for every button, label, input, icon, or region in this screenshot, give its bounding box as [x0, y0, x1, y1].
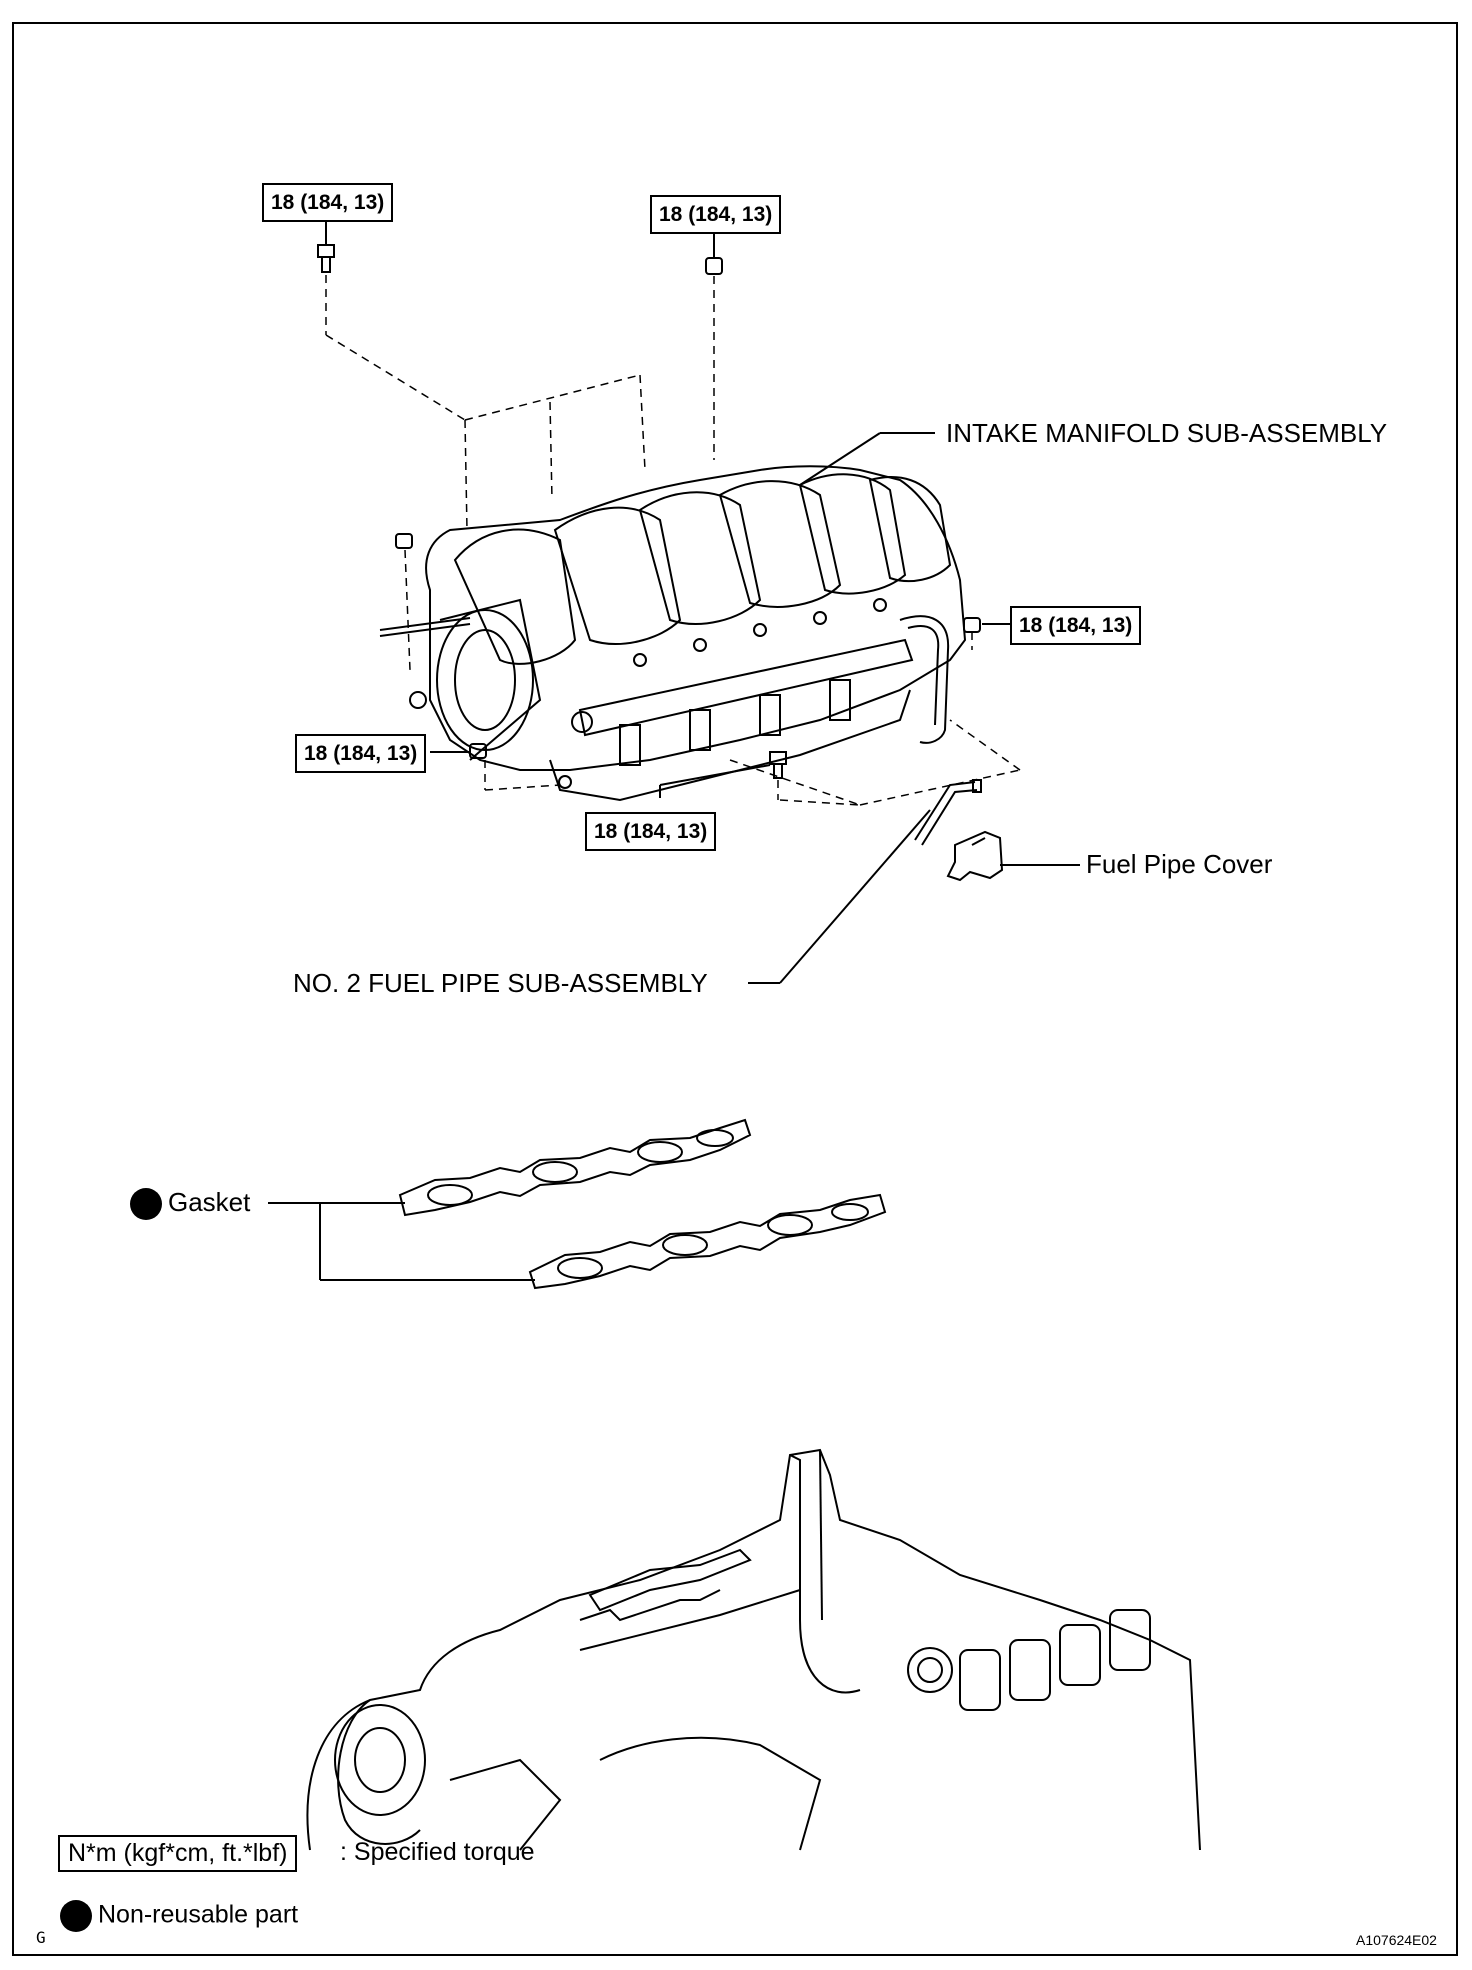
- torque-label-top-mid: 18 (184, 13): [650, 195, 782, 234]
- non-reusable-dot-icon: [130, 1188, 162, 1220]
- figure-code: A107624E02: [1356, 1932, 1437, 1948]
- torque-label-right: 18 (184, 13): [1010, 606, 1142, 645]
- legend-torque-box: N*m (kgf*cm, ft.*lbf): [58, 1835, 298, 1872]
- fuel-pipe-drawing: [914, 779, 982, 846]
- legend-nonreusable-text: Non-reusable part: [98, 1900, 299, 1929]
- torque-label-left: 18 (184, 13): [295, 734, 427, 773]
- fuel-pipe-cover-label: Fuel Pipe Cover: [1086, 849, 1273, 879]
- fuel-pipe-cover-drawing: [946, 830, 1004, 882]
- intake-manifold-label: INTAKE MANIFOLD SUB-ASSEMBLY: [946, 418, 1388, 448]
- dashed-alignment-lines: [325, 275, 1021, 806]
- gasket-drawing: [398, 1118, 887, 1290]
- legend-torque-text: : Specified torque: [340, 1838, 535, 1866]
- torque-label-bottom: 18 (184, 13): [585, 812, 717, 851]
- intake-manifold-drawing: [379, 465, 967, 802]
- legend-nonreusable: Non-reusable part: [60, 1900, 298, 1932]
- fuel-pipe-label: NO. 2 FUEL PIPE SUB-ASSEMBLY: [293, 968, 708, 998]
- gasket-label-text: Gasket: [168, 1186, 251, 1217]
- torque-label-top-left: 18 (184, 13): [262, 183, 394, 222]
- figure-frame: [12, 22, 1458, 1956]
- corner-mark: G: [36, 1928, 46, 1947]
- non-reusable-dot-icon: [60, 1900, 92, 1932]
- leader-lines: [268, 222, 1080, 1281]
- gasket-label: Gasket: [130, 1188, 250, 1220]
- engine-block-drawing: [306, 1448, 1201, 1851]
